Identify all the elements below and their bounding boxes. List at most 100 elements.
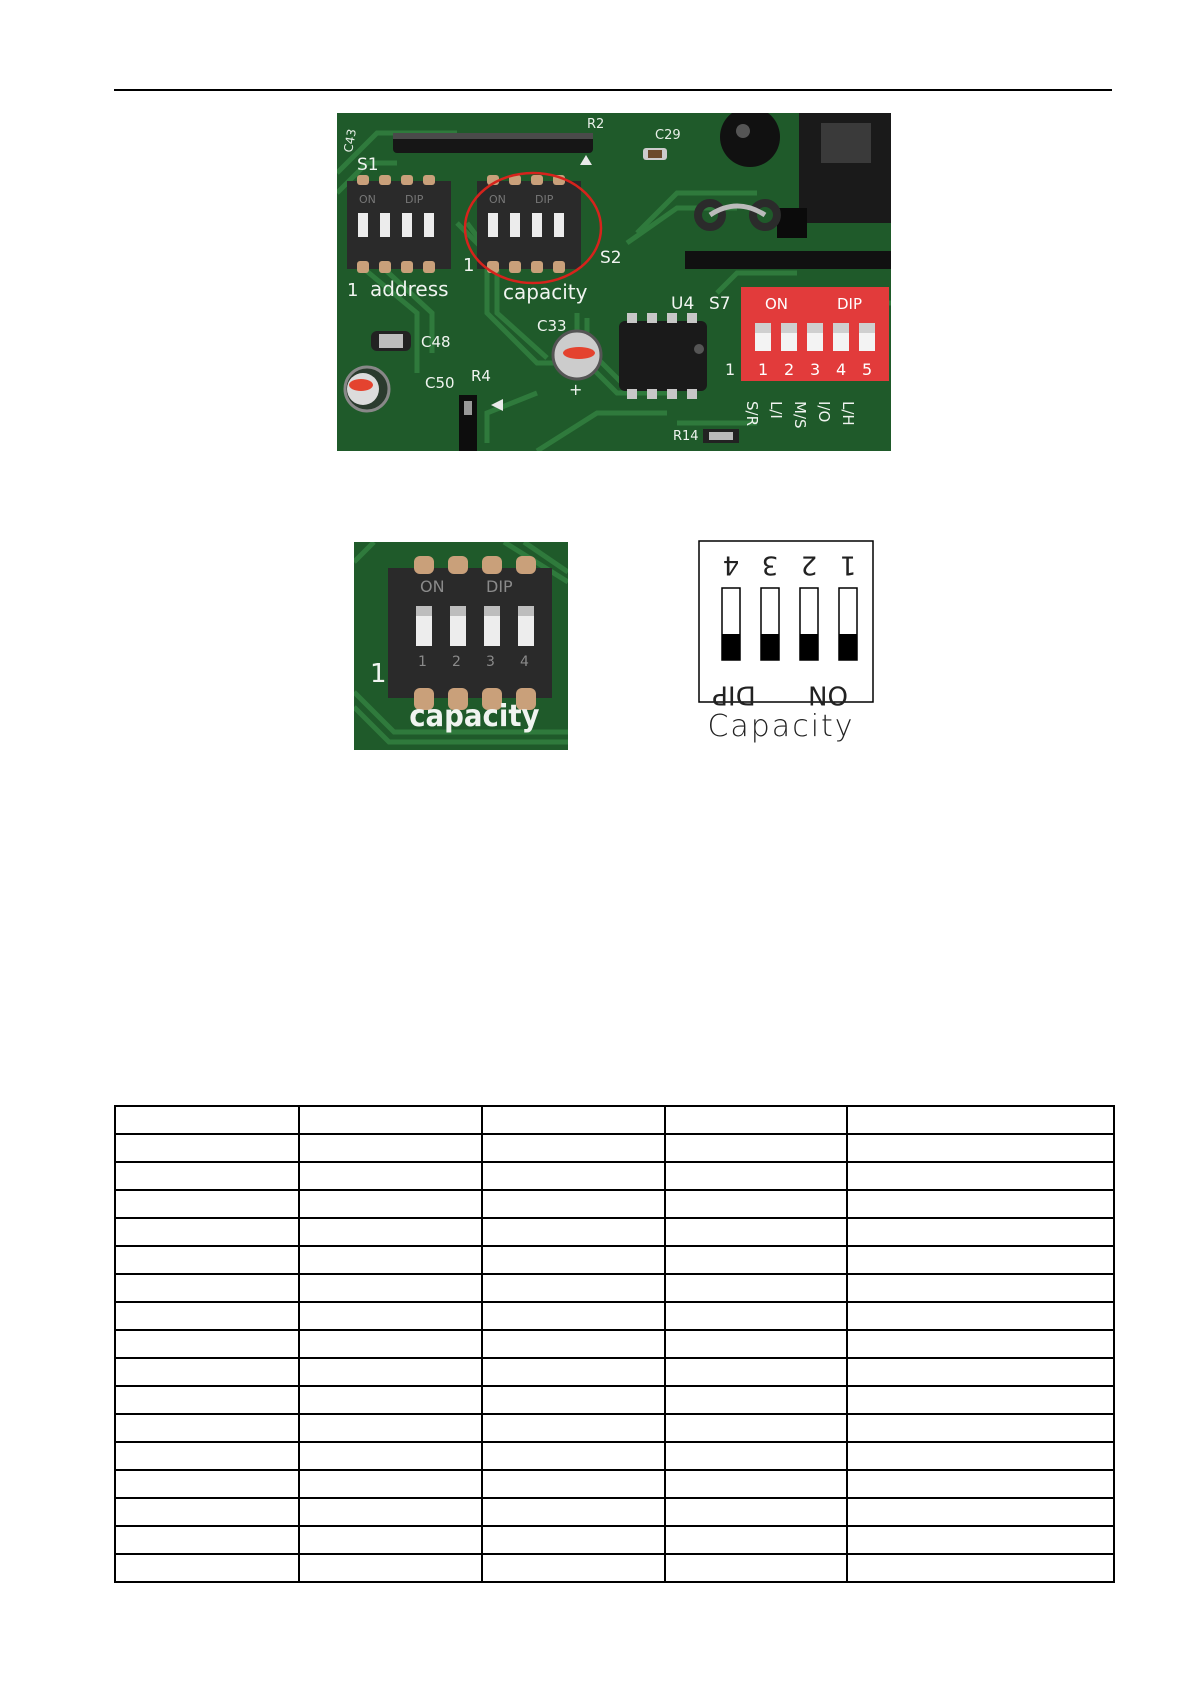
svg-text:DIP: DIP (535, 193, 554, 206)
svg-text:L/H: L/H (839, 401, 857, 426)
table-row (114, 1189, 1115, 1219)
capacity-switch-pins-bottom (414, 688, 536, 710)
table-cell (114, 1525, 300, 1555)
table-cell (846, 1217, 1115, 1247)
table-cell (298, 1497, 483, 1527)
table-cell (114, 1217, 300, 1247)
svg-text:ON: ON (765, 295, 788, 313)
label-c33: C33 (537, 317, 567, 335)
svg-text:DIP: DIP (405, 193, 424, 206)
table-cell (298, 1161, 483, 1191)
label-one-s1: 1 (347, 280, 358, 301)
table-cell (846, 1161, 1115, 1191)
capacity-photo-on: ON (420, 577, 445, 596)
table-row (114, 1273, 1115, 1303)
table-cell (664, 1245, 848, 1275)
table-cell (481, 1441, 666, 1471)
label-c50: C50 (425, 374, 455, 392)
table-cell (298, 1413, 483, 1443)
table-cell (846, 1189, 1115, 1219)
table-cell (481, 1525, 666, 1555)
table-cell (114, 1385, 300, 1415)
table-cell (481, 1245, 666, 1275)
table-cell (298, 1217, 483, 1247)
s2-levers (488, 213, 564, 237)
table-cell (481, 1329, 666, 1359)
table-cell (846, 1441, 1115, 1471)
table-cell (664, 1161, 848, 1191)
table-cell (481, 1385, 666, 1415)
table-cell (114, 1469, 300, 1499)
table-cell (664, 1189, 848, 1219)
table-cell (298, 1273, 483, 1303)
table-row (114, 1441, 1115, 1471)
table-row (114, 1385, 1115, 1415)
table-cell (846, 1553, 1115, 1583)
diagram-switches (721, 587, 858, 661)
table-cell (846, 1133, 1115, 1163)
table-cell (298, 1105, 483, 1135)
capacity-photo-pin-one: 1 (370, 659, 387, 689)
table-cell (846, 1105, 1115, 1135)
table-cell (114, 1161, 300, 1191)
table-cell (664, 1497, 848, 1527)
table-cell (664, 1273, 848, 1303)
table-row (114, 1497, 1115, 1527)
table-cell (114, 1497, 300, 1527)
table-cell (664, 1357, 848, 1387)
table-cell (114, 1245, 300, 1275)
capacity-photo-numbers: 1 2 3 4 (418, 654, 529, 670)
table-cell (846, 1357, 1115, 1387)
capacity-table (114, 1105, 1115, 1583)
diagram-switch-numbers: 4 3 2 1 (723, 550, 857, 580)
diagram-on-label: ON (808, 680, 848, 710)
table-row (114, 1217, 1115, 1247)
capacity-photo-label: capacity (409, 698, 540, 733)
pin-header (685, 251, 891, 269)
table-cell (481, 1105, 666, 1135)
capacity-switch-photo: ON DIP 1 2 3 4 1 capacity (354, 542, 568, 750)
s1-levers (358, 213, 434, 237)
label-c43: C43 (341, 128, 359, 154)
table-cell (664, 1329, 848, 1359)
table-cell (114, 1329, 300, 1359)
table-cell (298, 1357, 483, 1387)
label-capacity: capacity (503, 280, 588, 304)
table-cell (114, 1133, 300, 1163)
r4-jumper (459, 395, 477, 451)
table-cell (114, 1189, 300, 1219)
table-cell (846, 1497, 1115, 1527)
label-s7: S7 (709, 294, 731, 314)
table-cell (846, 1413, 1115, 1443)
table-cell (664, 1133, 848, 1163)
svg-text:3: 3 (810, 360, 820, 379)
highlight-circle (463, 171, 603, 285)
table-cell (846, 1273, 1115, 1303)
header-rule (114, 89, 1112, 91)
table-cell (298, 1385, 483, 1415)
table-row (114, 1133, 1115, 1163)
table-cell (481, 1217, 666, 1247)
svg-text:S/R: S/R (743, 401, 761, 426)
table-cell (846, 1329, 1115, 1359)
table-cell (481, 1189, 666, 1219)
svg-text:I/O: I/O (815, 401, 833, 422)
jumper-pad-left (694, 199, 726, 231)
table-cell (298, 1469, 483, 1499)
table-cell (664, 1105, 848, 1135)
svg-text:M/S: M/S (791, 401, 809, 429)
table-cell (481, 1553, 666, 1583)
label-one-s2: 1 (463, 255, 474, 276)
table-cell (664, 1525, 848, 1555)
table-cell (664, 1301, 848, 1331)
table-row (114, 1301, 1115, 1331)
capacitor-top-right (720, 113, 780, 167)
table-cell (114, 1441, 300, 1471)
s1-pins-bottom (357, 261, 435, 273)
table-cell (846, 1469, 1115, 1499)
svg-text:L/I: L/I (767, 401, 785, 419)
s1-pins-top (357, 175, 435, 185)
table-row (114, 1469, 1115, 1499)
table-cell (664, 1441, 848, 1471)
table-cell (481, 1497, 666, 1527)
